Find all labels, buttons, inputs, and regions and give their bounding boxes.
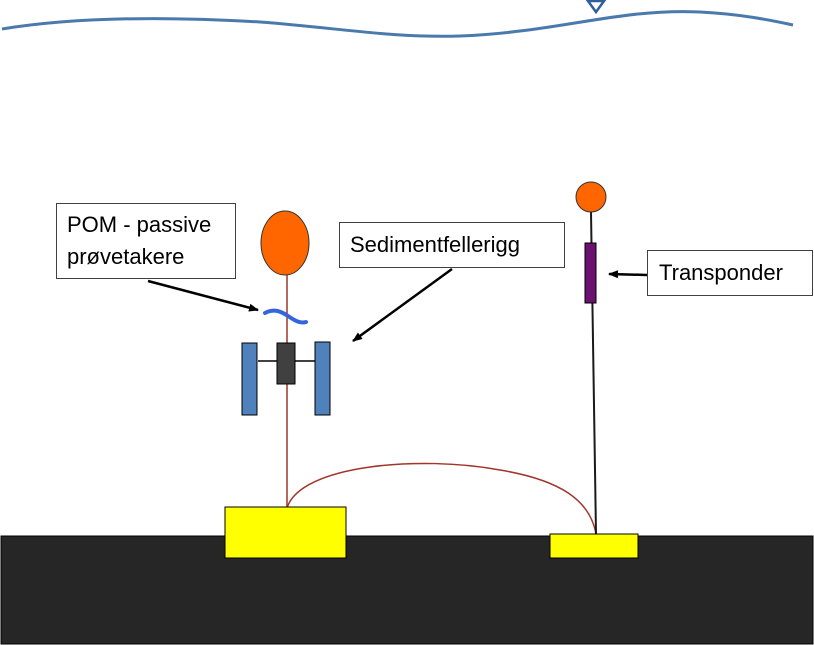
transponder-arrow (608, 270, 648, 279)
pom-label-line2: prøvetakere (67, 244, 185, 269)
seabed (0, 535, 814, 645)
transponder-label: Transponder (647, 250, 813, 296)
sediment-rig-arrow (352, 267, 453, 343)
pom-label-line1: POM - passive (67, 212, 212, 237)
passive-sampler (263, 308, 308, 325)
rig-buoy (260, 210, 310, 276)
pom-arrow (147, 279, 259, 312)
sediment-trap-rig-label: Sedimentfellerigg (339, 222, 565, 268)
sediment-trap-rig-text: Sedimentfellerigg (350, 232, 520, 257)
trap-tube-right (314, 341, 331, 416)
transponder-body (584, 242, 597, 304)
ground-line (286, 462, 597, 535)
trap-tube-left (241, 342, 258, 416)
water-surface-line (1, 10, 794, 38)
rig-anchor (224, 506, 347, 559)
pom-passive-sampler-label: POM - passive prøvetakere (56, 203, 236, 279)
transponder-buoy (575, 181, 607, 213)
transponder-text: Transponder (659, 260, 783, 285)
trap-center-unit (276, 342, 296, 385)
transponder-anchor (549, 533, 639, 559)
water-level-icon (585, 0, 607, 15)
